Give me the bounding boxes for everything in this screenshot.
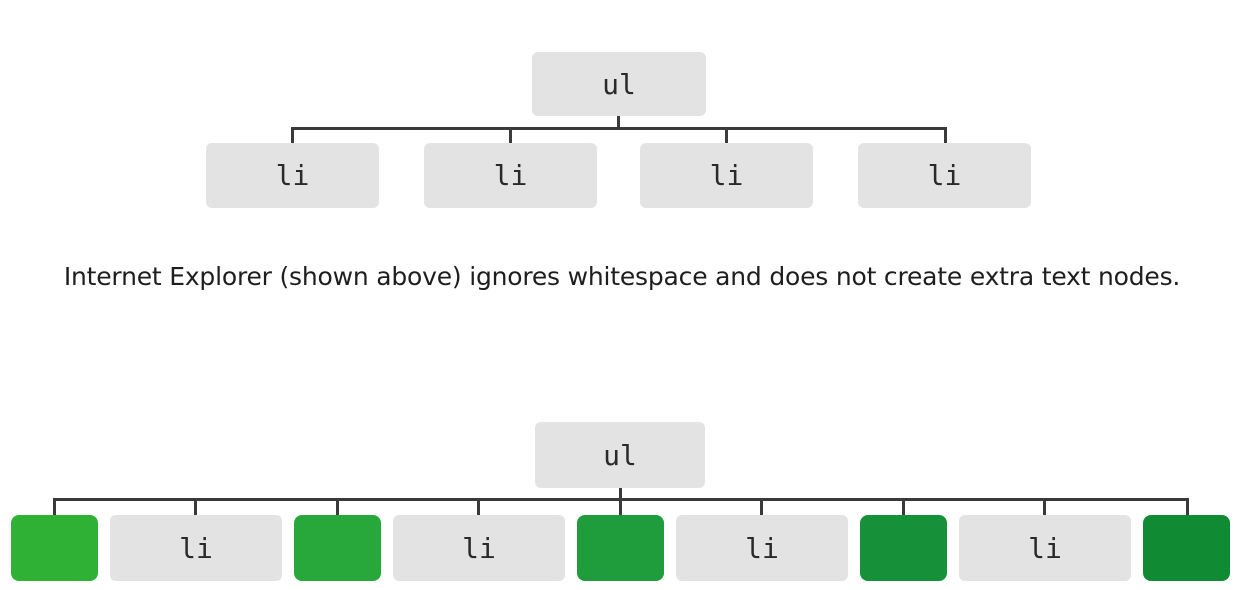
top-child-stem [509, 127, 512, 145]
top-ul-node: ul [532, 52, 706, 116]
bottom-li-node: li [676, 515, 848, 581]
top-ul-label: ul [602, 67, 636, 101]
top-li-label: li [493, 159, 528, 192]
bottom-child-stem [1186, 498, 1189, 516]
bottom-li-node: li [110, 515, 282, 581]
top-li-label: li [709, 159, 744, 192]
bottom-child-stem [902, 498, 905, 516]
bottom-child-stem [53, 498, 56, 516]
bottom-child-stem [336, 498, 339, 516]
bottom-root-stem [619, 488, 622, 501]
bottom-li-label: li [745, 531, 779, 565]
whitespace-text-node [294, 515, 381, 581]
whitespace-text-node [860, 515, 947, 581]
bottom-child-stem [477, 498, 480, 516]
top-li-node: li [206, 143, 379, 208]
top-child-stem [944, 127, 947, 145]
whitespace-text-node [577, 515, 664, 581]
bottom-ul-label: ul [603, 438, 637, 472]
top-li-node: li [640, 143, 813, 208]
top-root-stem [617, 116, 620, 130]
top-li-label: li [927, 159, 962, 192]
whitespace-text-node [1143, 515, 1230, 581]
top-horizontal-bar [291, 127, 947, 130]
bottom-li-node: li [959, 515, 1131, 581]
diagram-caption: Internet Explorer (shown above) ignores … [63, 262, 1181, 291]
top-li-node: li [424, 143, 597, 208]
bottom-li-label: li [462, 531, 496, 565]
whitespace-text-node [11, 515, 98, 581]
bottom-ul-node: ul [535, 422, 705, 488]
bottom-child-stem [619, 498, 622, 516]
bottom-child-stem [194, 498, 197, 516]
top-child-stem [291, 127, 294, 145]
bottom-li-label: li [179, 531, 213, 565]
bottom-child-stem [760, 498, 763, 516]
bottom-li-label: li [1028, 531, 1062, 565]
top-li-label: li [275, 159, 310, 192]
top-child-stem [725, 127, 728, 145]
bottom-li-node: li [393, 515, 565, 581]
bottom-child-stem [1043, 498, 1046, 516]
top-li-node: li [858, 143, 1031, 208]
